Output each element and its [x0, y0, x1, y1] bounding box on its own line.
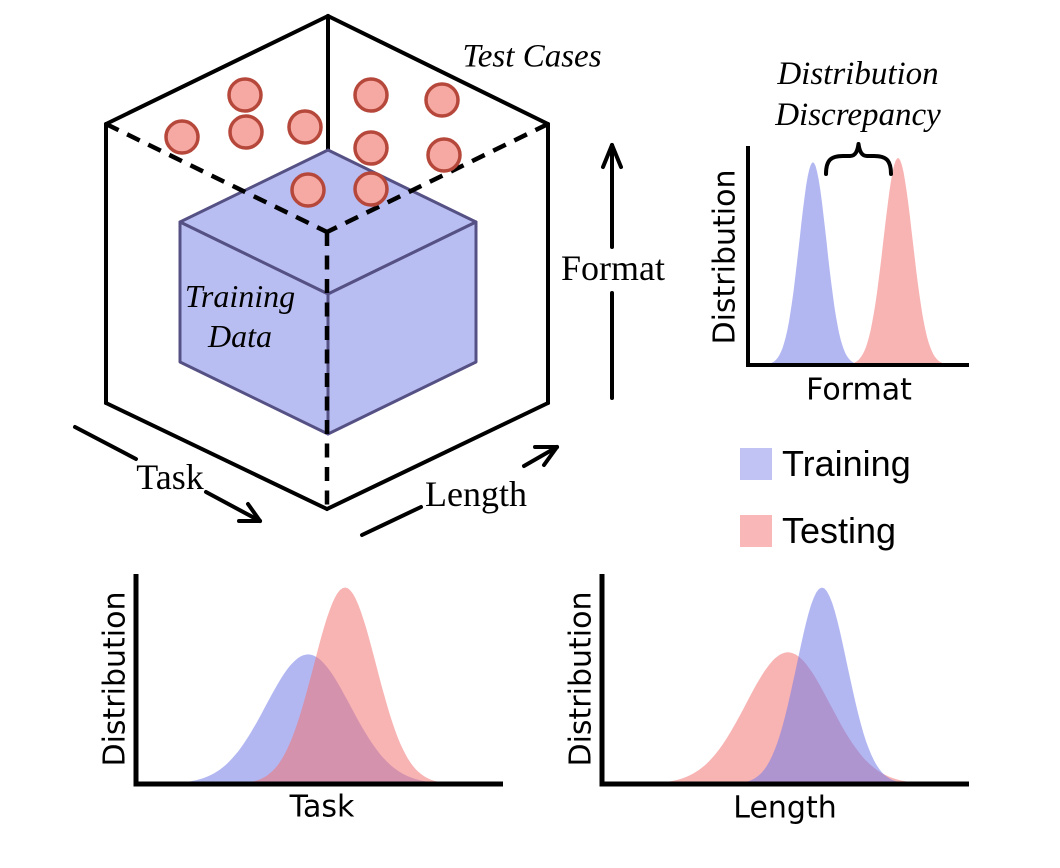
test-case-dot	[227, 77, 263, 113]
format-plot-xlabel: Format	[806, 372, 912, 408]
task-curve-testing	[136, 587, 502, 784]
annotation-line1: Distribution	[777, 56, 939, 92]
task-plot-ylabel: Distribution	[97, 591, 133, 767]
training-data-label-line2: Data	[207, 318, 272, 354]
length-plot-curves	[602, 587, 968, 784]
cube-length-axis-label: Length	[425, 474, 527, 514]
test-case-dots	[164, 77, 462, 208]
length-axis-arrow	[360, 445, 559, 537]
format-plot-ylabel: Distribution	[707, 169, 743, 345]
training-cube-right-face	[326, 220, 478, 436]
legend-testing-label: Testing	[782, 510, 897, 551]
task-axis-arrow	[73, 425, 262, 523]
task-plot-axes	[133, 574, 503, 787]
format-curve-training	[748, 162, 968, 365]
task-plot-xlabel: Task	[289, 789, 355, 825]
training-data-label: Training Data	[185, 276, 295, 356]
test-case-dot	[164, 119, 200, 155]
format-plot-curves	[748, 158, 968, 365]
format-curve-testing	[748, 158, 968, 365]
test-case-dot	[353, 171, 389, 207]
test-case-dot	[290, 172, 326, 208]
test-case-dot	[424, 82, 460, 118]
test-case-dot	[426, 137, 462, 173]
length-curve-training	[602, 587, 968, 784]
legend-training-label: Training	[782, 443, 911, 484]
length-plot-xlabel: Length	[733, 790, 837, 826]
cube-task-axis-label: Task	[136, 457, 204, 497]
outer-cube-solid-edges	[104, 14, 550, 511]
format-plot-axes	[746, 146, 969, 367]
test-case-dot	[353, 77, 389, 113]
annotation-line2: Discrepancy	[775, 97, 941, 133]
distribution-discrepancy-annotation: Distribution Discrepancy	[775, 54, 941, 136]
training-data-label-line1: Training	[184, 278, 296, 314]
legend-testing-swatch	[740, 515, 772, 547]
task-plot-curves	[136, 587, 502, 784]
test-case-dot	[228, 114, 264, 150]
discrepancy-brace-icon	[824, 142, 893, 176]
legend-training-swatch	[740, 448, 772, 480]
test-case-dot	[287, 109, 323, 145]
test-cases-label: Test Cases	[462, 38, 602, 75]
length-plot-ylabel: Distribution	[563, 591, 599, 767]
test-case-dot	[353, 130, 389, 166]
cube-format-axis-label: Format	[561, 248, 665, 288]
length-plot-axes	[599, 574, 969, 787]
outer-cube-dashed-edges	[105, 121, 549, 509]
format-axis-arrow	[601, 143, 623, 400]
